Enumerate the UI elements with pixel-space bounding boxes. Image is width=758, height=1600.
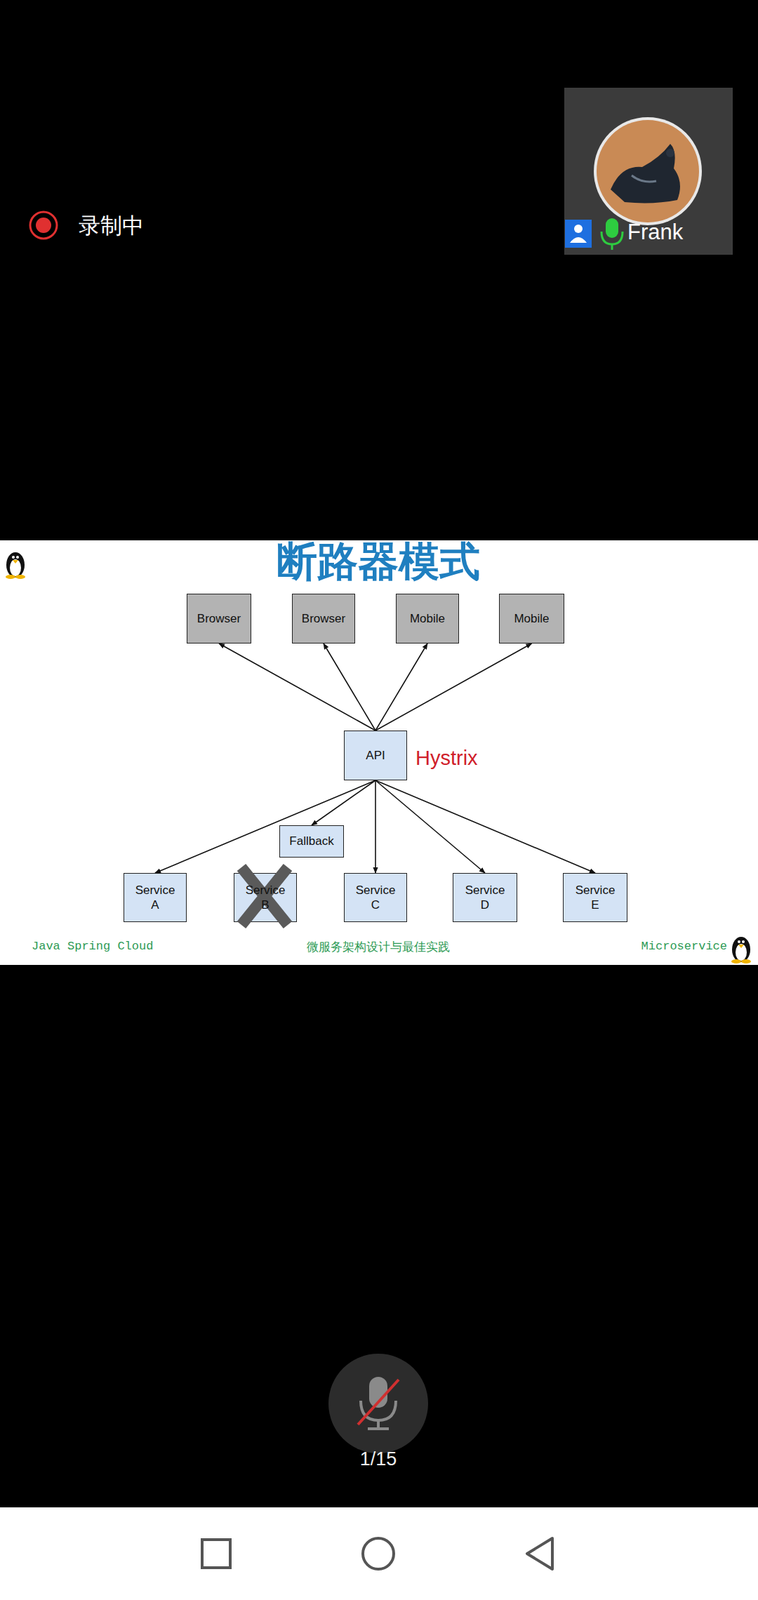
box-label: API [365,748,385,763]
participant-name: Frank [627,220,683,245]
page-counter: 1/15 [360,1449,398,1471]
process-box: Fallback [279,825,344,858]
box-label: Fallback [289,833,334,849]
annotation-label: Hystrix [415,747,478,770]
recording-status: 录制中 [78,213,144,238]
arrow-connector [375,643,428,731]
box-label: Mobile [409,611,445,627]
process-box: Service E [562,873,628,923]
process-box: Service D [452,873,518,923]
slide-title: 断路器模式 [276,539,481,585]
process-box: Mobile [499,593,565,644]
process-box: Service C [343,873,408,923]
arrow-connector [323,643,376,731]
box-label: Browser [301,611,346,627]
process-box: Browser [291,593,356,644]
arrow-connector [375,780,596,874]
arrow-connector [375,780,485,874]
footer-text: Microservice [641,940,728,954]
process-box: API [343,730,408,781]
footer-text: 微服务架构设计与最佳实践 [306,940,450,954]
process-box: Mobile [395,593,460,644]
box-label: Service D [465,882,506,914]
footer-text: Java Spring Cloud [31,940,154,954]
box-label: Mobile [513,611,549,627]
navigation-bar [0,1507,758,1600]
box-label: Service E [575,882,616,914]
arrow-connector [374,780,377,874]
box-label: Service C [355,882,396,914]
process-box: Browser [186,593,252,644]
box-label: Service A [135,882,176,914]
box-label: Browser [197,611,241,627]
arrow-connector [375,643,533,731]
arrow-connector [218,643,376,731]
box-label: Service B [245,882,286,914]
arrow-connector [155,780,376,874]
process-box: Service A [123,873,187,923]
